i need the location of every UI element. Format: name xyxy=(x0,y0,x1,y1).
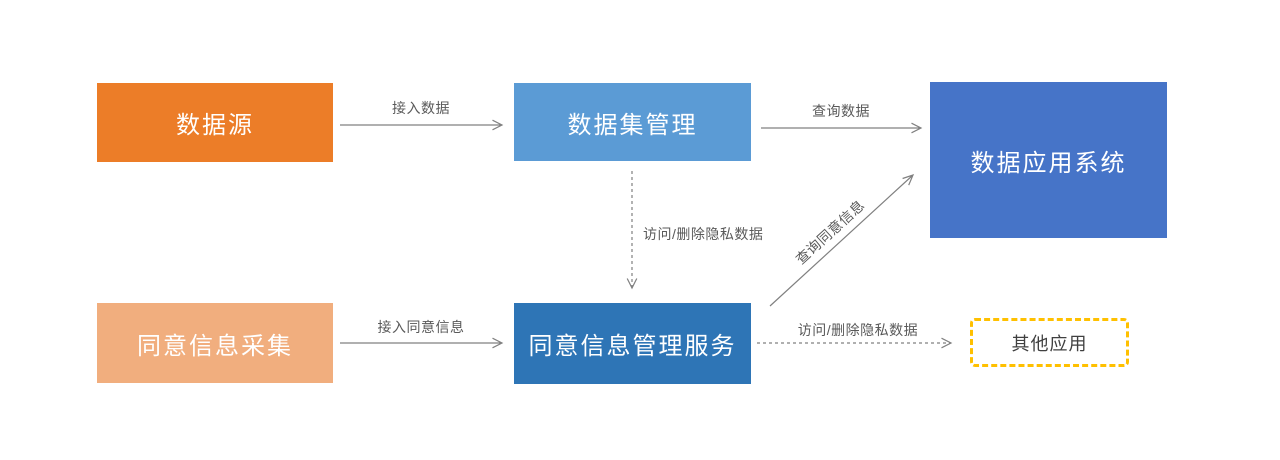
node-other-applications: 其他应用 xyxy=(970,318,1129,367)
node-consent-collection: 同意信息采集 xyxy=(97,303,333,383)
edge-label-query-consent-info: 查询同意信息 xyxy=(792,196,868,268)
node-data-source: 数据源 xyxy=(97,83,333,162)
edge-label-query-data: 查询数据 xyxy=(812,103,870,119)
node-consent-management-service: 同意信息管理服务 xyxy=(514,303,751,384)
edge-label-access-consent-info: 接入同意信息 xyxy=(377,319,465,335)
arrowhead-access-delete-internal xyxy=(626,278,638,290)
arrow-query-consent xyxy=(769,174,915,307)
arrow-access-consent xyxy=(340,337,504,349)
edge-label-access-data: 接入数据 xyxy=(392,100,450,116)
arrow-query-data xyxy=(761,122,923,134)
edge-label-access-delete-private-data-external: 访问/删除隐私数据 xyxy=(797,322,919,338)
arrow-access-data xyxy=(340,119,504,131)
edge-label-access-delete-private-data-internal: 访问/删除隐私数据 xyxy=(643,226,764,242)
node-dataset-management: 数据集管理 xyxy=(514,83,751,161)
node-data-application-system: 数据应用系统 xyxy=(930,82,1167,238)
